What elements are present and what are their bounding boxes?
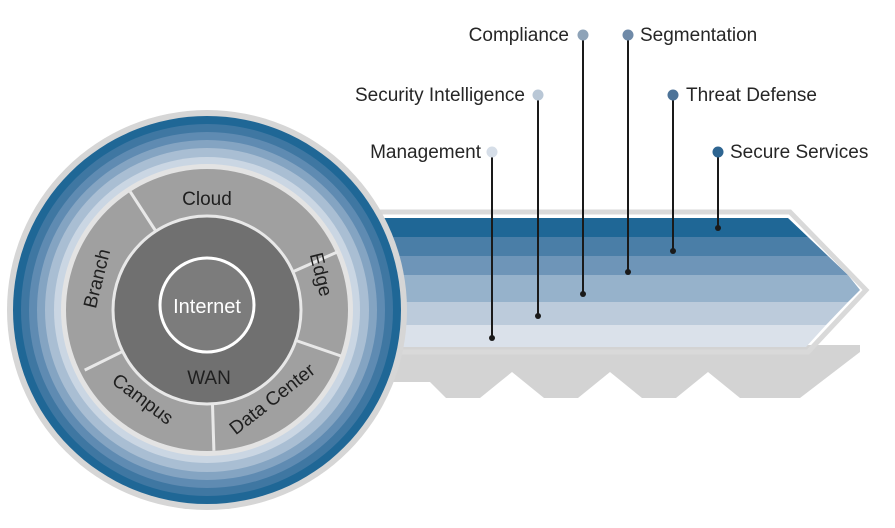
callout-anchor-management [489,335,495,341]
shaft-band-segmentation [330,256,848,275]
callout-anchor-secure-services [715,225,721,231]
callout-anchor-security-intelligence [535,313,541,319]
segment-label-cloud: Cloud [182,189,232,210]
callout-secure-services: Secure Services [712,142,868,231]
key-head: Internet WAN Cloud Edge Data Center Camp… [7,110,407,510]
callouts: Compliance Segmentation Security Intelli… [355,25,868,341]
callout-label-management: Management [370,142,482,163]
shaft-band-security-intelligence [330,302,848,325]
callout-security-intelligence: Security Intelligence [355,85,544,319]
callout-compliance: Compliance [469,25,589,297]
shaft-band-compliance [330,275,860,302]
callout-segmentation: Segmentation [622,25,757,275]
shaft-band-secure-services [330,218,808,237]
callout-anchor-compliance [580,291,586,297]
shaft-band-management [330,325,826,347]
callout-label-segmentation: Segmentation [640,25,757,46]
callout-label-threat-defense: Threat Defense [686,85,817,106]
segment-dividers [84,190,342,451]
callout-dot-management [486,146,498,158]
key-shaft [330,209,870,398]
callout-label-compliance: Compliance [469,25,569,46]
callout-management: Management [370,142,498,341]
shaft-band-threat-defense [330,237,828,256]
shaft-outline [330,209,870,355]
callout-dot-security-intelligence [532,89,544,101]
internet-label: Internet [173,296,241,318]
internet-core [158,256,256,354]
callout-dot-segmentation [622,29,634,41]
callout-dot-compliance [577,29,589,41]
callout-dot-secure-services [712,146,724,158]
callout-anchor-segmentation [625,269,631,275]
callout-dot-threat-defense [667,89,679,101]
callout-label-secure-services: Secure Services [730,142,868,163]
callout-threat-defense: Threat Defense [667,85,817,254]
callout-label-security-intelligence: Security Intelligence [355,85,525,106]
key-teeth [340,345,860,398]
callout-anchor-threat-defense [670,248,676,254]
wan-label: WAN [187,368,231,389]
